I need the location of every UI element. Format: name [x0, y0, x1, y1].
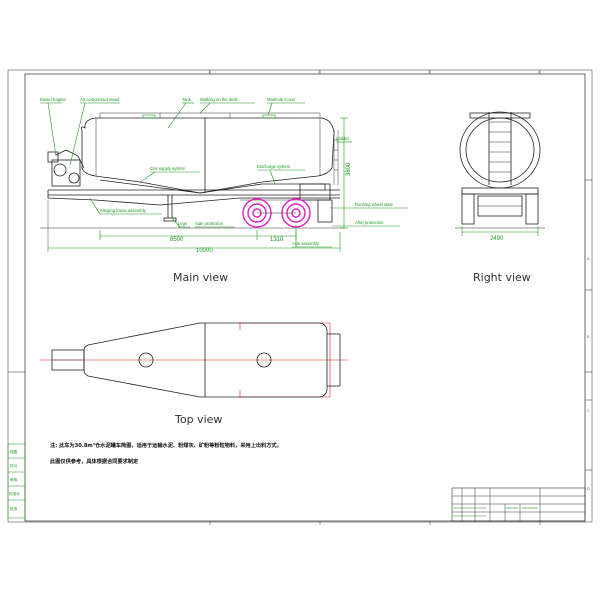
side-stamp-table: 描图 校对 审核 标准化 批准	[7, 443, 26, 519]
label-running-wheel-state: Running wheel state	[355, 202, 394, 207]
label-side-protection: Side protection	[195, 221, 224, 226]
zone-label-c: C	[587, 408, 590, 413]
label-axle-assembly: Axle assembly	[292, 241, 320, 246]
zone-label-a: A	[587, 256, 590, 261]
stamp-cell-2: 校对	[10, 463, 18, 468]
rear-wheel-left	[461, 193, 475, 225]
diesel-engine-unit	[47, 149, 85, 187]
zone-label-3: 3	[428, 69, 431, 74]
dim-wheelbase-front: 6500	[170, 237, 184, 243]
top-view-drawing	[40, 322, 348, 398]
top-view-tank-outline	[83, 322, 328, 398]
discharge-pipe	[99, 179, 326, 194]
main-view-dimensions: 3800 6500 1310 10000	[47, 117, 352, 254]
top-manhole-1	[138, 352, 154, 368]
label-discharge-system: Discharge system	[257, 164, 291, 169]
label-gas-supply-system: Gas supply system	[150, 166, 186, 171]
after-protection-bar	[317, 199, 333, 223]
stamp-cell-3: 审核	[10, 477, 18, 482]
stamp-cell-1: 描图	[10, 449, 18, 454]
drawing-inner-frame	[24, 73, 586, 522]
label-tank: Tank	[182, 97, 192, 102]
zone-label-b: B	[587, 334, 590, 339]
note-line-1: 注: 此车为30.8m³仓水泥罐车简图，适用于运输水泥、粉煤灰、矿粉等粉粒物料，…	[50, 441, 282, 449]
main-view-labels: Diesel Engine Air compressor Head Tank W…	[40, 97, 408, 248]
main-view-drawing	[40, 112, 345, 229]
manhole-1	[142, 114, 156, 119]
label-diesel-engine: Diesel Engine	[40, 97, 67, 102]
note-line-2: 此图仅供参考，具体根据合同要求制定	[50, 457, 139, 465]
dim-axle-spacing: 1310	[270, 237, 284, 243]
zone-markers: 1 2 3 4 A B C D	[8, 69, 592, 525]
label-slinging-frame-assembly: Slinging frame assembly	[100, 208, 147, 213]
dim-width: 2490	[490, 236, 504, 242]
label-after-protection: After protection	[355, 220, 384, 225]
dim-height: 3800	[346, 162, 352, 176]
zone-label-d: D	[587, 486, 590, 491]
drawing-border	[7, 69, 593, 523]
stamp-cell-4: 标准化	[9, 491, 20, 496]
tank-body	[81, 117, 335, 194]
title-main-view: Main view	[173, 271, 228, 284]
title-block	[451, 487, 586, 522]
zone-label-4: 4	[538, 69, 541, 74]
label-manhole-cover: Manhole Cover	[267, 97, 296, 102]
label-ladder: Ladder	[336, 136, 350, 141]
title-top-view: Top view	[174, 413, 222, 426]
stamp-cell-5: 批准	[10, 506, 18, 511]
wheels-main-view	[242, 198, 311, 228]
label-air-compressor-head: Air compressor Head	[80, 97, 120, 102]
title-right-view: Right view	[473, 271, 531, 284]
right-view-drawing: 2490	[455, 111, 545, 242]
rear-wheel-right	[525, 193, 539, 225]
label-legs: Legs	[178, 221, 187, 226]
manhole-2	[262, 114, 276, 119]
zone-label-2: 2	[318, 69, 321, 74]
top-manhole-2	[256, 352, 272, 368]
zone-label-1: 1	[208, 69, 211, 74]
dim-length: 10000	[196, 248, 213, 254]
label-walking-on-deck: Walking on the desk	[200, 97, 238, 102]
